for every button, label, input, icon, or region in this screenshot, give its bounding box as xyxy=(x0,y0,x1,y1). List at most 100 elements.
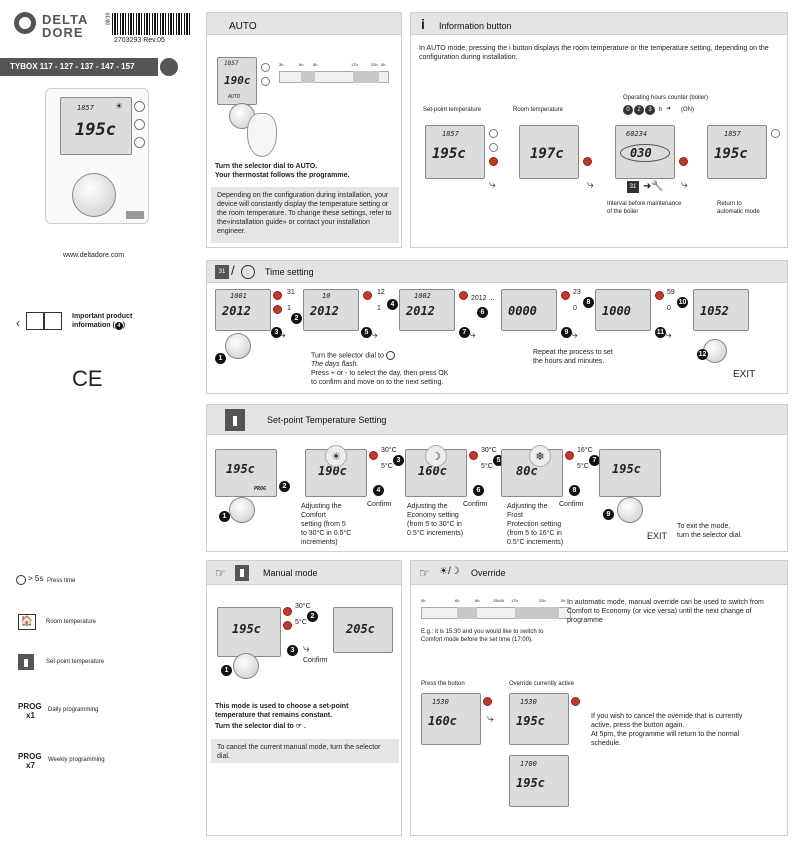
hours-h: h xyxy=(659,107,663,113)
manual-badge-2: 2 xyxy=(307,611,318,622)
brand-line1: DELTA xyxy=(42,12,89,27)
ov-arrow-1: ⤷ xyxy=(487,711,494,725)
comfort-text-4: increments) xyxy=(301,539,338,546)
manual-desc-1: This mode is used to choose a set-point xyxy=(215,703,349,710)
info-btn-1b[interactable] xyxy=(489,143,498,152)
override-cancel-4: schedule. xyxy=(591,740,621,747)
manual-dial[interactable] xyxy=(233,653,259,679)
time-lcd5-main: 1000 xyxy=(602,304,631,318)
comfort-text-0: Adjusting the xyxy=(301,503,342,510)
auto-button-1[interactable] xyxy=(261,63,270,72)
sp-exit-dial[interactable] xyxy=(617,497,643,523)
sp-badge-8: 8 xyxy=(569,485,580,496)
ov-btn-1[interactable] xyxy=(483,697,492,706)
press-label: Press time xyxy=(47,578,76,584)
manual-desc-2: temperature that remains constant. xyxy=(215,712,333,719)
ov-tl-1: 6h xyxy=(455,598,460,603)
time-btn-1[interactable] xyxy=(273,291,282,300)
time-lcd-3: 1002 2012 xyxy=(399,289,455,331)
hand-icon-inline: ☞ xyxy=(295,723,303,730)
time-btn-4[interactable] xyxy=(561,291,570,300)
auto-title: AUTO xyxy=(229,21,257,32)
selector-dial[interactable] xyxy=(72,173,116,217)
time-arrow-2: ⤷ xyxy=(371,327,378,341)
override-active-label: Override currently active xyxy=(509,681,575,687)
setpoint-label: Set-point temperature xyxy=(46,659,105,665)
setpoint-icon xyxy=(18,654,34,670)
badge-11: 11 xyxy=(655,327,666,338)
info-btn-1a[interactable] xyxy=(489,129,498,138)
interval-label-1: Interval before maintenance xyxy=(607,201,682,207)
slash-icon: / xyxy=(231,263,235,278)
repeat-2: the hours and minutes. xyxy=(533,358,605,365)
manual-badge-3: 3 xyxy=(287,645,298,656)
sp-badge-4: 4 xyxy=(373,485,384,496)
manual-badge-1: 1 xyxy=(221,665,232,676)
setpoint-header-icon xyxy=(225,409,245,431)
info-btn-3[interactable] xyxy=(679,157,688,166)
manual-btn-2[interactable] xyxy=(283,621,292,630)
auto-lcd: 1857 190c AUTO xyxy=(217,57,257,105)
override-cancel-3: At 5pm, the programme will return to the… xyxy=(591,731,740,738)
device-button-2[interactable] xyxy=(134,119,145,130)
manual-btn-1[interactable] xyxy=(283,607,292,616)
info-lcd3-top: 60234 xyxy=(626,130,648,138)
ov-btn-2[interactable] xyxy=(571,697,580,706)
device-button-3[interactable] xyxy=(134,137,145,148)
info-lcd4-time: 1857 xyxy=(724,130,741,138)
eco-text-2: (from 5 to 30°C in xyxy=(407,521,462,528)
important-line2-end: ) xyxy=(122,322,126,329)
sp-lcd3-main: 160c xyxy=(418,464,447,478)
sp-exit: EXIT xyxy=(647,531,668,541)
time-arrow-1: ⤷ xyxy=(279,327,286,341)
manual-lcd-2: 205c xyxy=(333,607,393,653)
sp-comfort-top: 30°C xyxy=(381,447,397,454)
device-button-1[interactable] xyxy=(134,101,145,112)
badge-12: 12 xyxy=(697,349,708,360)
time-btn-3[interactable] xyxy=(459,291,468,300)
comfort-text-3: to 30°C in 0.5°C xyxy=(301,530,352,537)
repeat-1: Repeat the process to set xyxy=(533,349,613,356)
time-instr-2: The days flash. xyxy=(311,361,359,368)
sp-lcd-5: 195c xyxy=(599,449,661,497)
info-panel: i Information button In AUTO mode, press… xyxy=(410,12,788,248)
ov-tl-2: 8h xyxy=(475,598,480,603)
time-lcd-2: 10 2012 xyxy=(303,289,359,331)
sp-comfort-bottom: 5°C xyxy=(381,463,393,470)
override-hand-icon: ☞ xyxy=(419,566,430,580)
sp-badge-1: 1 xyxy=(219,511,230,522)
info-btn-2[interactable] xyxy=(583,157,592,166)
thermostat-device: 1857 ☀ 195c xyxy=(45,88,149,224)
sp-btn-3[interactable] xyxy=(469,451,478,460)
time-dial[interactable] xyxy=(225,333,251,359)
sp-confirm-1: Confirm xyxy=(367,501,392,508)
time-btn-1b[interactable] xyxy=(273,305,282,314)
sp-dial[interactable] xyxy=(229,497,255,523)
auto-button-2[interactable] xyxy=(261,77,270,86)
ov-tl-6: 0h xyxy=(561,598,566,603)
info-btn-1c[interactable] xyxy=(489,157,498,166)
override-header xyxy=(411,561,787,585)
auto-lcd-time: 1857 xyxy=(224,60,239,67)
important-line1: Important product xyxy=(72,313,133,320)
badge-1: 1 xyxy=(215,353,226,364)
time-lcd2-main: 2012 xyxy=(310,304,339,318)
ov-lcd2-temp: 195c xyxy=(516,714,545,728)
time-btn-5[interactable] xyxy=(655,291,664,300)
prog1-text: Daily programming xyxy=(48,707,99,713)
auto-timeline-comfort-1 xyxy=(301,71,315,83)
setpoint-header xyxy=(207,405,787,435)
time-btn-2[interactable] xyxy=(363,291,372,300)
time-lcd4-main: 0000 xyxy=(508,304,537,318)
info-lcd1-time: 1857 xyxy=(442,130,459,138)
time-range2-top: 12 xyxy=(377,289,385,296)
badge-3: 3 xyxy=(271,327,282,338)
info-btn-4[interactable] xyxy=(771,129,780,138)
sp-btn-2[interactable] xyxy=(369,451,378,460)
time-range4-bottom: 0 xyxy=(573,305,577,312)
wrench-icon: ➜🔧 xyxy=(643,181,664,192)
override-timeline-comfort-2 xyxy=(515,607,559,619)
manual-desc-3-text: Turn the selector dial to xyxy=(215,723,294,730)
sp-lcd-1: 195c PROG xyxy=(215,449,277,497)
sp-btn-4[interactable] xyxy=(565,451,574,460)
